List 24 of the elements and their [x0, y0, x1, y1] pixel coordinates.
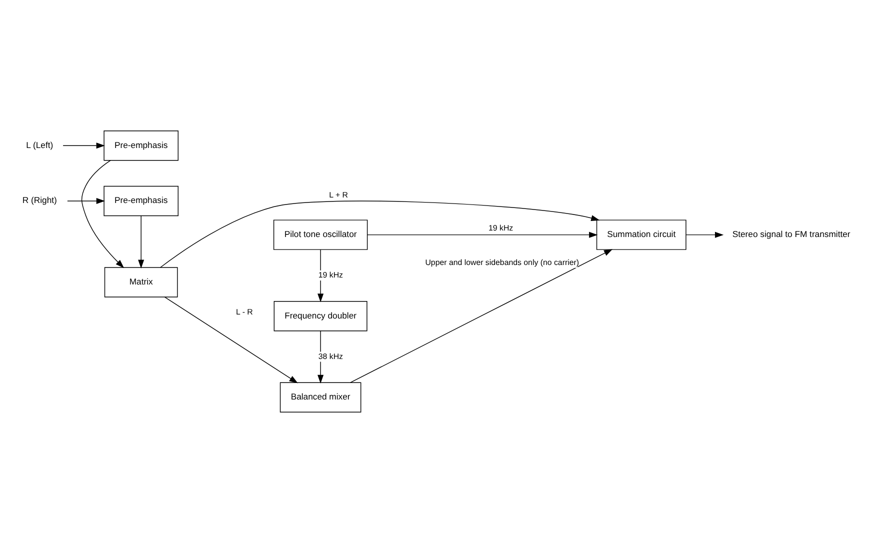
- node-text: L (Left): [26, 139, 54, 150]
- edge-label: 19 kHz: [488, 222, 514, 232]
- node-box: Frequency doubler: [274, 300, 368, 331]
- edge-label: 38 kHz: [318, 351, 344, 360]
- node-box: Matrix: [104, 266, 178, 297]
- node-box: Pre-emphasis: [104, 185, 178, 216]
- node-box: Pilot tone oscillator: [273, 219, 368, 250]
- node-box: Summation circuit: [596, 219, 686, 250]
- arrow: [367, 231, 598, 238]
- arrow: [138, 214, 144, 268]
- edge-label: 19 kHz: [318, 270, 344, 279]
- arrow: [350, 248, 613, 382]
- arrow: [81, 160, 124, 268]
- arrow: [164, 296, 298, 383]
- arrow: [67, 197, 105, 204]
- edge-label: L - R: [236, 307, 253, 316]
- node-box: Balanced mixer: [280, 382, 362, 412]
- arrow: [686, 231, 724, 238]
- node-text: R (Right): [22, 194, 57, 205]
- node-text: Stereo signal to FM transmitter: [732, 228, 850, 239]
- edge-label: Upper and lower sidebands only (no carrier): [425, 257, 580, 266]
- arrow: [62, 142, 105, 148]
- node-box: Pre-emphasis: [104, 130, 178, 160]
- edge-label: L + R: [329, 190, 348, 199]
